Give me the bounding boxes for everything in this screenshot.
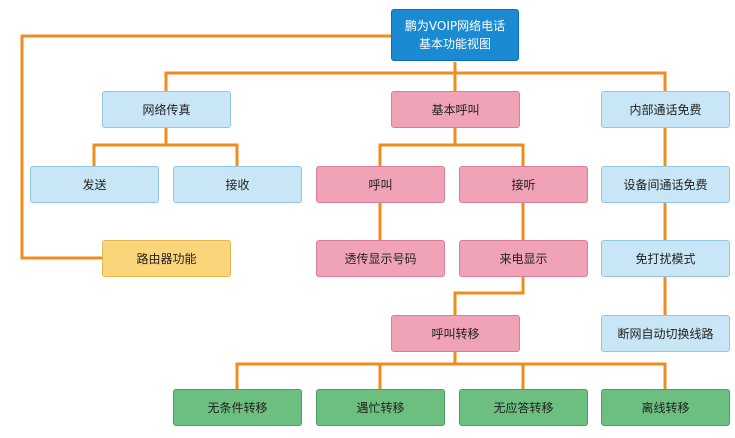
transfer-type-node: 无条件转移: [173, 389, 302, 426]
router-node: 路由器功能: [102, 240, 231, 277]
root-title-line2: 基本功能视图: [418, 37, 491, 51]
transfer-type-node: 离线转移: [601, 389, 730, 426]
transfer-type-node: 遇忙转移: [316, 389, 445, 426]
basic-call-node: 基本呼叫: [391, 91, 520, 128]
root-title-line1: 鹏为VOIP网络电话: [404, 19, 506, 33]
number-passthrough-node: 透传显示号码: [316, 240, 445, 277]
caller-id-node: 来电显示: [459, 240, 588, 277]
connector-level1-bar: [164, 71, 667, 91]
fax-receive-node: 接收: [173, 166, 302, 203]
answer-call-node: 接听: [459, 166, 588, 203]
connector-root-router: [20, 34, 392, 260]
fax-send-node: 发送: [30, 166, 159, 203]
root-node: 鹏为VOIP网络电话 基本功能视图: [391, 9, 519, 61]
connector-call-children: [378, 127, 525, 166]
connector-callerid-transfer: [453, 277, 525, 315]
internal-item-node: 设备间通话免费: [601, 166, 730, 203]
internal-free-node: 内部通话免费: [601, 91, 730, 128]
transfer-type-node: 无应答转移: [459, 389, 588, 426]
connector-transfer-children: [235, 351, 667, 389]
fax-node: 网络传真: [102, 91, 231, 128]
connector-fax-children: [92, 127, 239, 166]
call-transfer-node: 呼叫转移: [391, 315, 520, 352]
outgoing-call-node: 呼叫: [316, 166, 445, 203]
internal-item-node: 免打扰模式: [601, 240, 730, 277]
internal-item-node: 断网自动切换线路: [601, 315, 730, 352]
